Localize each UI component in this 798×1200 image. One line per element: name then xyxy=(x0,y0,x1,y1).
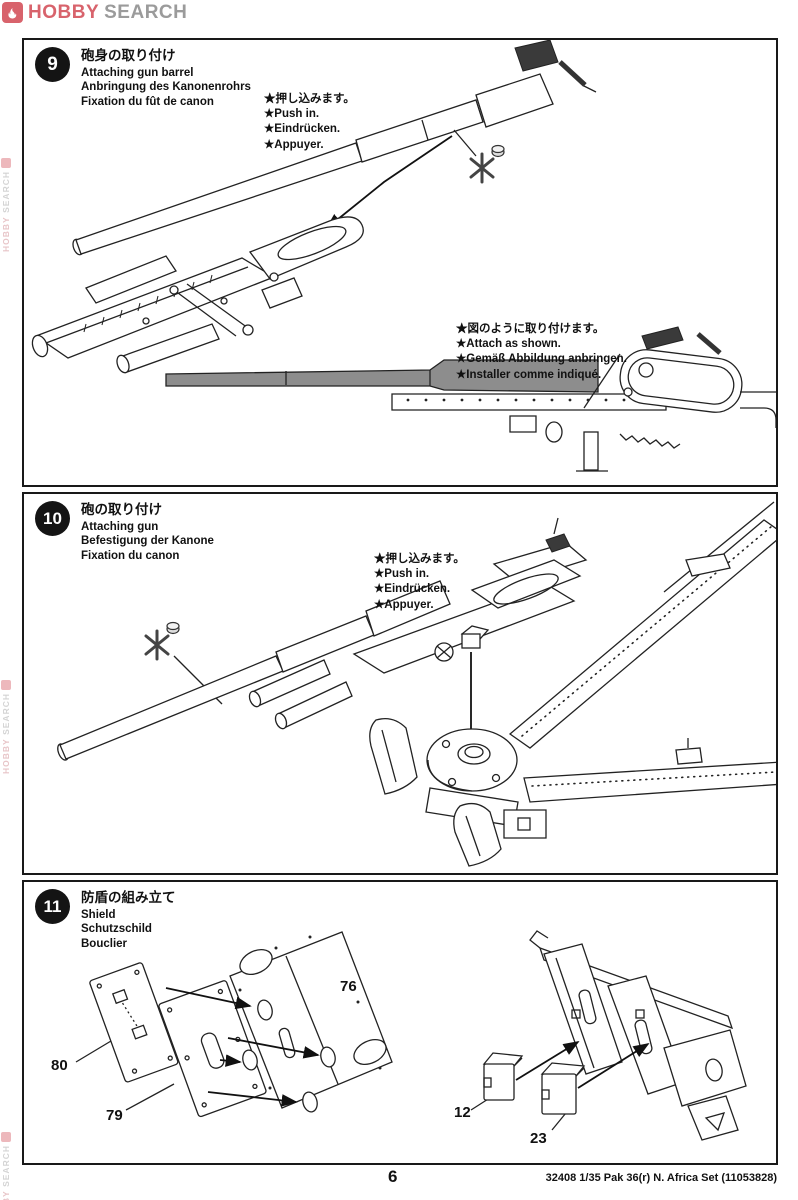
sight-dark-part xyxy=(545,533,571,553)
logo-text-search: SEARCH xyxy=(104,2,188,23)
step-title-de: Anbringung des Kanonenrohrs xyxy=(81,81,251,94)
flame-icon xyxy=(2,2,23,23)
step-10-header: 10 砲の取り付け Attaching gun Befestigung der … xyxy=(35,501,214,564)
insert-arrow xyxy=(325,135,453,230)
step-title-ja: 砲の取り付け xyxy=(81,502,162,517)
push-in-note: ★押し込みます。 ★Push in. ★Eindrücken. ★Appuyer… xyxy=(374,553,465,611)
shield-76-drawing xyxy=(229,931,393,1113)
breech-handle-dark xyxy=(514,40,559,72)
part-label-23: 23 xyxy=(530,1130,547,1147)
step-title-fr: Fixation du canon xyxy=(81,550,180,563)
step-title-fr: Bouclier xyxy=(81,938,128,951)
attach-as-shown-note: ★図のように取り付けます。 ★Attach as shown. ★Gemäß A… xyxy=(456,323,627,381)
carriage-drawing xyxy=(369,501,776,867)
shield-rear-drawing xyxy=(529,930,747,1141)
assembly-arrow xyxy=(219,1054,242,1067)
step-title-ja: 防盾の組み立て xyxy=(81,890,176,905)
side-watermark: HOBBY SEARCH xyxy=(1,158,11,252)
assembly-arrow xyxy=(577,1043,650,1089)
assembled-gun-drawing xyxy=(165,326,776,472)
assembly-arrow xyxy=(515,1041,580,1081)
polycap-symbol xyxy=(469,144,505,184)
step-9-header: 9 砲身の取り付け Attaching gun barrel Anbringun… xyxy=(35,47,251,110)
plate-79-drawing xyxy=(158,980,267,1118)
push-in-note: ★押し込みます。 ★Push in. ★Eindrücken. ★Appuyer… xyxy=(264,93,355,151)
hobby-search-logo: HOBBY SEARCH xyxy=(2,2,187,23)
gun-assembly-drawing xyxy=(57,517,588,761)
plate-80-drawing xyxy=(89,962,179,1083)
step-9-illustration xyxy=(31,40,776,472)
polycap-symbol xyxy=(144,621,180,661)
part-label-76: 76 xyxy=(340,978,357,995)
step-number-badge: 10 xyxy=(35,501,70,536)
step-title-fr: Fixation du fût de canon xyxy=(81,96,214,109)
stowage-box-23-drawing xyxy=(540,1062,586,1115)
flame-icon xyxy=(1,158,11,168)
stowage-box-12-drawing xyxy=(482,1052,524,1101)
step-title-en: Attaching gun barrel xyxy=(81,66,194,79)
assembly-arrow xyxy=(227,1037,320,1059)
logo-text-hobby: HOBBY xyxy=(28,2,100,23)
part-label-12: 12 xyxy=(454,1104,471,1121)
side-watermark: HOBBY SEARCH xyxy=(1,680,11,774)
step-11-panel: 11 防盾の組み立て Shield Schutzschild Bouclier … xyxy=(22,880,778,1165)
product-info: 32408 1/35 Pak 36(r) N. Africa Set (1105… xyxy=(545,1172,777,1184)
step-number-badge: 9 xyxy=(35,47,70,82)
step-10-panel: 10 砲の取り付け Attaching gun Befestigung der … xyxy=(22,492,778,875)
step-title-en: Shield xyxy=(81,908,116,921)
cradle-assembly-drawing xyxy=(31,216,364,374)
step-title-ja: 砲身の取り付け xyxy=(81,48,176,63)
step-9-panel: 9 砲身の取り付け Attaching gun barrel Anbringun… xyxy=(22,38,778,487)
step-title-de: Befestigung der Kanone xyxy=(81,535,214,548)
step-title-en: Attaching gun xyxy=(81,520,159,533)
flame-icon xyxy=(1,680,11,690)
side-watermark: HOBBY SEARCH xyxy=(1,1132,11,1200)
page-number: 6 xyxy=(388,1167,398,1186)
step-11-header: 11 防盾の組み立て Shield Schutzschild Bouclier xyxy=(35,889,176,952)
step-11-illustration xyxy=(75,930,747,1141)
assembly-arrow xyxy=(207,1091,298,1107)
assembly-arrow xyxy=(165,987,252,1010)
flame-icon xyxy=(1,1132,11,1142)
part-label-80: 80 xyxy=(51,1057,68,1074)
step-10-illustration xyxy=(57,501,776,867)
step-number-badge: 11 xyxy=(35,889,70,924)
part-label-79: 79 xyxy=(106,1107,123,1124)
gun-barrel-drawing xyxy=(72,40,597,256)
sight-dark-part xyxy=(641,326,684,350)
step-title-de: Schutzschild xyxy=(81,923,152,936)
